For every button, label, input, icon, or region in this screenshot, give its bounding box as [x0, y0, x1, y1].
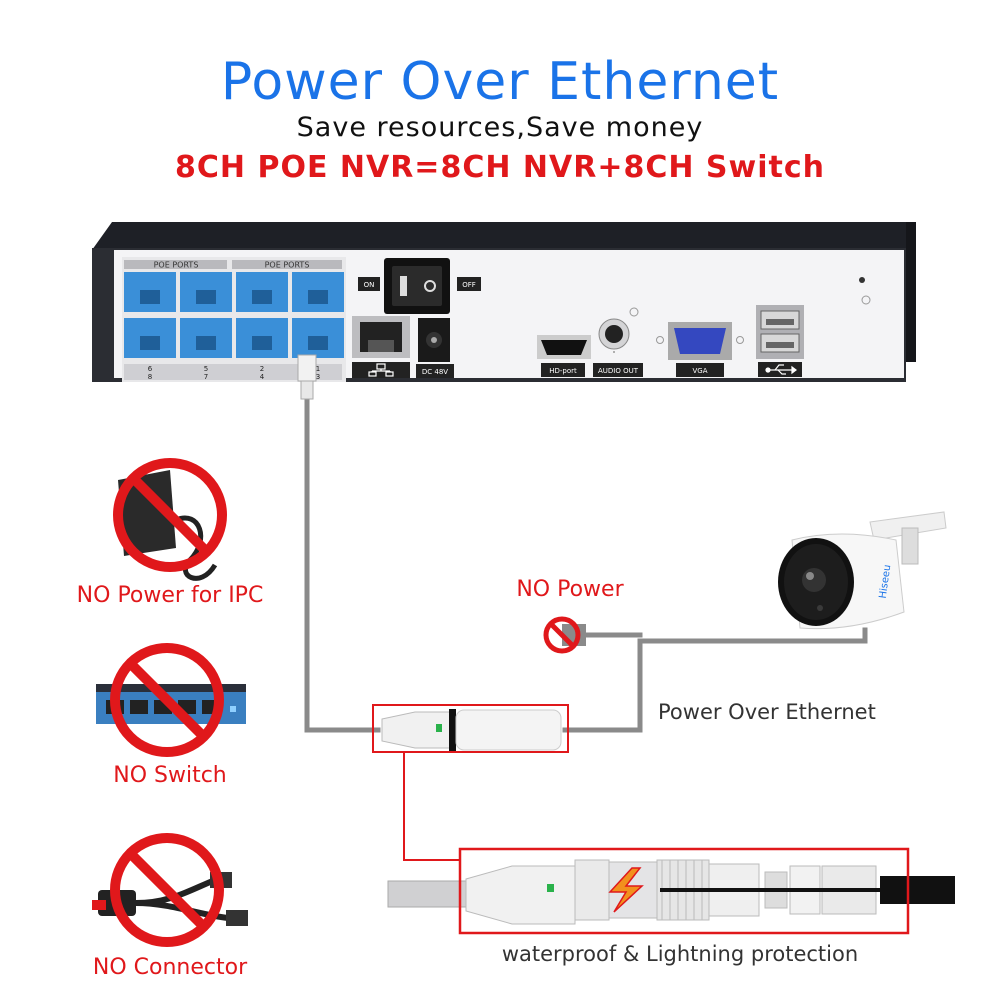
no-power-plug — [543, 616, 586, 654]
port-number: 3 — [316, 373, 320, 381]
poe-connector — [372, 704, 569, 753]
camera-brand-label: Hiseeu — [878, 564, 894, 599]
cables — [304, 395, 868, 861]
no-connector — [92, 833, 248, 947]
prohibited-icon — [110, 643, 224, 757]
port-number: 6 — [148, 365, 153, 373]
switch-off-label: OFF — [462, 281, 476, 289]
waterproof-connector-detail — [387, 847, 955, 935]
ground-screw — [859, 277, 871, 305]
connector-highlight-box — [372, 704, 569, 753]
vga-port[interactable]: VGA — [656, 322, 744, 377]
no-power-adapter — [113, 458, 227, 581]
prohibited-icon — [113, 458, 227, 572]
hdmi-port[interactable]: HD-port — [537, 335, 591, 377]
bullet-camera: Hiseeu — [778, 511, 947, 630]
poe-caption: Power Over Ethernet — [658, 700, 876, 724]
port-number: 7 — [204, 373, 208, 381]
vga-label: VGA — [692, 367, 707, 375]
audio-out-label: AUDIO OUT — [598, 367, 639, 375]
poe-ports-label-left: POE PORTS — [154, 261, 199, 270]
waterproof-caption: waterproof & Lightning protection — [501, 942, 859, 966]
poe-ports-block: POE PORTS POE PORTS 6 5 2 1 8 7 4 3 — [122, 257, 346, 382]
rj45-plug — [297, 354, 317, 400]
prohibited-icon — [543, 616, 581, 654]
page-subtitle: Save resources,Save money — [296, 112, 704, 143]
no-connector-label: NO Connector — [92, 955, 248, 980]
switch-on-label: ON — [364, 281, 375, 289]
port-number: 8 — [148, 373, 152, 381]
usb-icon — [765, 364, 797, 375]
usb-ports[interactable] — [756, 305, 804, 377]
no-switch-label: NO Switch — [113, 763, 227, 788]
no-switch — [96, 643, 246, 757]
detail-highlight-box — [458, 847, 910, 935]
dc-power-jack[interactable]: DC 48V — [416, 318, 454, 378]
lightning-icon — [608, 867, 644, 913]
poe-ports-label-right: POE PORTS — [265, 261, 310, 270]
headline-equation: 8CH POE NVR=8CH NVR+8CH Switch — [175, 150, 825, 185]
power-switch[interactable]: ON OFF — [358, 258, 481, 314]
dc-48v-label: DC 48V — [422, 368, 448, 376]
audio-out-jack[interactable]: AUDIO OUT — [593, 307, 643, 377]
port-number: 2 — [260, 365, 264, 373]
port-number: 1 — [316, 365, 320, 373]
network-icon — [368, 363, 394, 377]
hd-port-label: HD-port — [549, 367, 577, 375]
port-number: 4 — [260, 373, 265, 381]
no-power-label: NO Power — [516, 577, 624, 602]
no-power-for-ipc-label: NO Power for IPC — [76, 583, 264, 608]
lan-port[interactable] — [352, 316, 410, 378]
prohibited-icon — [110, 833, 224, 947]
page-title: Power Over Ethernet — [220, 52, 780, 112]
port-number: 5 — [204, 365, 208, 373]
